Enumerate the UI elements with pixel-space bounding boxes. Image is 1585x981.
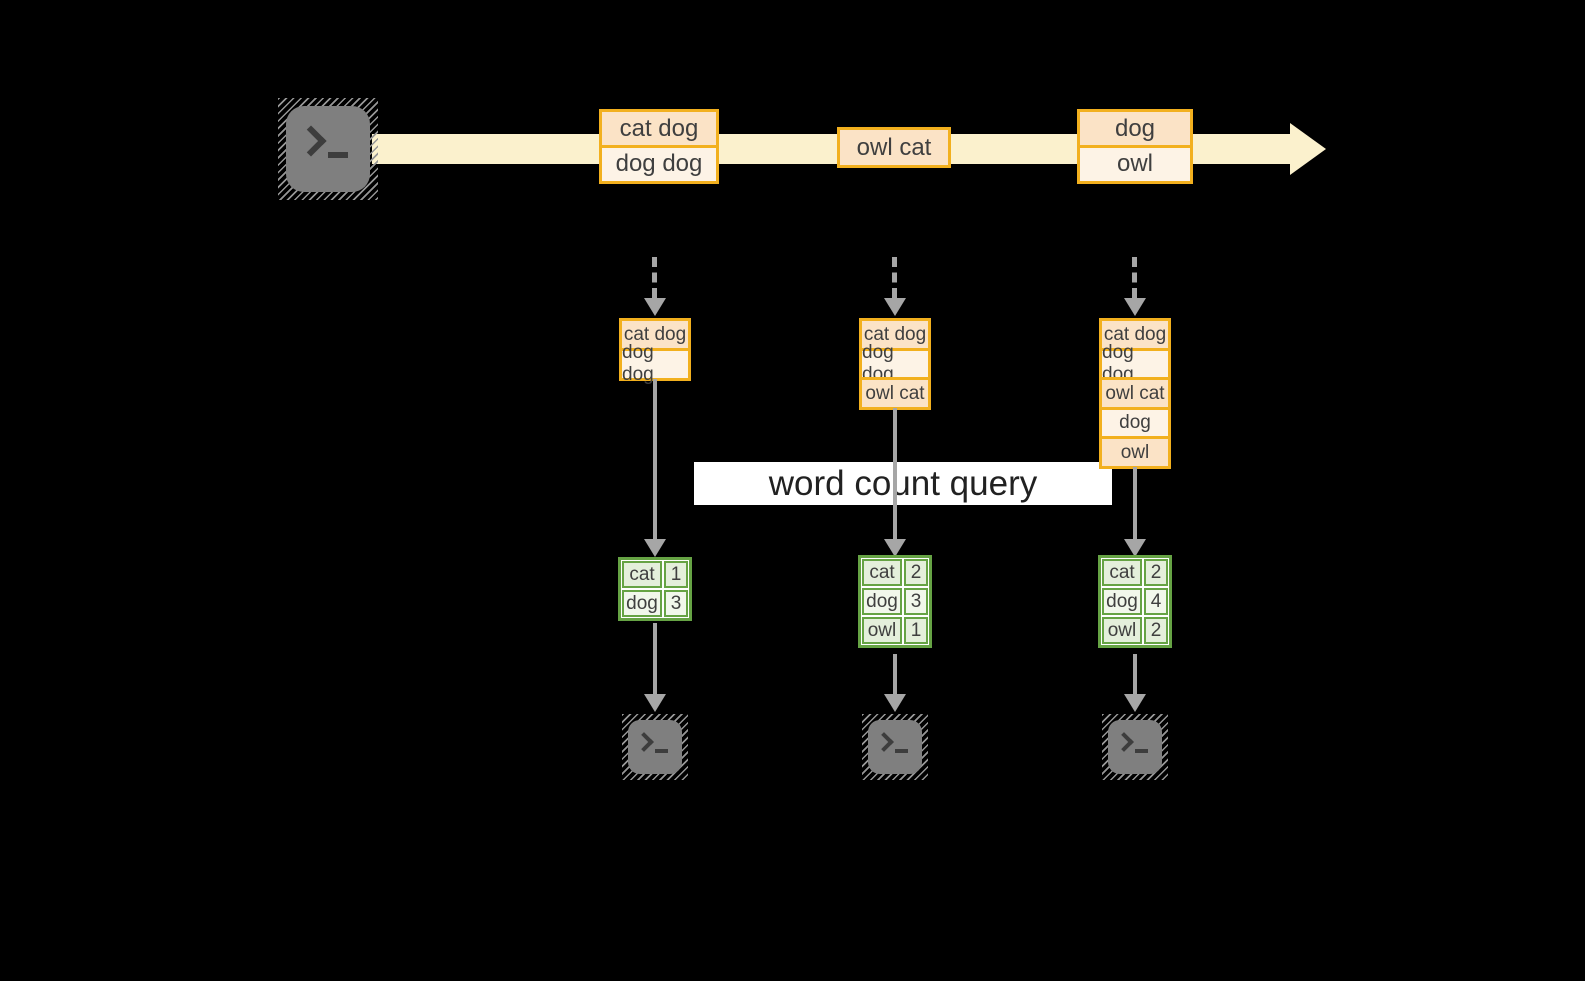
word-cell: cat <box>862 559 902 586</box>
terminal-icon <box>278 98 378 200</box>
count-cell: 3 <box>904 588 928 615</box>
dashed-connector <box>1132 257 1137 298</box>
terminal-icon <box>1102 714 1168 780</box>
prompt-chevron-icon <box>295 125 327 157</box>
table-row: dog 3 <box>621 589 689 618</box>
prompt-chevron-icon <box>1114 732 1134 752</box>
arrowhead-down-icon <box>884 539 906 557</box>
input-stack-3: cat dog dog dog owl cat dog owl <box>1099 318 1171 469</box>
input-line: dog <box>1099 406 1171 440</box>
arrowhead-down-icon <box>884 298 906 316</box>
table-row: cat 1 <box>621 560 689 589</box>
table-row: dog 4 <box>1101 587 1169 616</box>
arrowhead-down-icon <box>1124 539 1146 557</box>
input-line: dog dog <box>859 342 931 385</box>
count-cell: 1 <box>904 617 928 644</box>
table-row: owl 1 <box>861 616 929 645</box>
connector-line <box>1133 467 1137 540</box>
stream-batch-3: dog owl <box>1077 109 1193 184</box>
input-stack-1: cat dog dog dog <box>619 318 691 385</box>
prompt-underscore-icon <box>328 152 348 158</box>
dashed-connector <box>652 257 657 298</box>
word-cell: dog <box>622 590 662 617</box>
word-cell: owl <box>1102 617 1142 644</box>
terminal-body <box>868 720 922 774</box>
terminal-icon <box>622 714 688 780</box>
count-cell: 2 <box>1144 559 1168 586</box>
arrowhead-down-icon <box>644 694 666 712</box>
word-cell: cat <box>1102 559 1142 586</box>
input-line: owl cat <box>1099 377 1171 410</box>
word-cell: cat <box>622 561 662 588</box>
arrowhead-down-icon <box>644 539 666 557</box>
table-row: dog 3 <box>861 587 929 616</box>
result-table-2: cat 2 dog 3 owl 1 <box>858 555 932 648</box>
count-cell: 3 <box>664 590 688 617</box>
input-line: owl cat <box>859 377 931 410</box>
input-line: cat dog <box>619 318 691 351</box>
terminal-icon <box>862 714 928 780</box>
prompt-chevron-icon <box>874 732 894 752</box>
input-line: dog dog <box>1099 342 1171 385</box>
word-cell: dog <box>1102 588 1142 615</box>
stream-arrowhead <box>1290 123 1326 175</box>
table-row: owl 2 <box>1101 616 1169 645</box>
input-line: dog dog <box>619 342 691 385</box>
connector-line <box>653 379 657 540</box>
connector-line <box>1133 654 1137 695</box>
batch-line: owl cat <box>837 127 951 168</box>
stream-batch-1: cat dog dog dog <box>599 109 719 184</box>
stream-batch-2: owl cat <box>837 127 951 168</box>
batch-line: dog dog <box>599 144 719 184</box>
prompt-chevron-icon <box>634 732 654 752</box>
prompt-underscore-icon <box>655 749 668 753</box>
arrowhead-down-icon <box>1124 298 1146 316</box>
connector-line <box>653 623 657 695</box>
arrowhead-down-icon <box>644 298 666 316</box>
table-row: cat 2 <box>1101 558 1169 587</box>
result-table-1: cat 1 dog 3 <box>618 557 692 621</box>
result-table-3: cat 2 dog 4 owl 2 <box>1098 555 1172 648</box>
input-line: cat dog <box>1099 318 1171 351</box>
prompt-underscore-icon <box>895 749 908 753</box>
terminal-body <box>286 106 370 192</box>
input-stack-2: cat dog dog dog owl cat <box>859 318 931 410</box>
arrowhead-down-icon <box>1124 694 1146 712</box>
dashed-connector <box>892 257 897 298</box>
connector-line <box>893 408 897 540</box>
connector-line <box>893 654 897 695</box>
word-cell: dog <box>862 588 902 615</box>
count-cell: 2 <box>904 559 928 586</box>
terminal-body <box>1108 720 1162 774</box>
count-cell: 2 <box>1144 617 1168 644</box>
prompt-underscore-icon <box>1135 749 1148 753</box>
batch-line: dog <box>1077 109 1193 148</box>
arrowhead-down-icon <box>884 694 906 712</box>
batch-line: owl <box>1077 144 1193 184</box>
input-line: owl <box>1099 436 1171 469</box>
terminal-body <box>628 720 682 774</box>
count-cell: 1 <box>664 561 688 588</box>
batch-line: cat dog <box>599 109 719 148</box>
count-cell: 4 <box>1144 588 1168 615</box>
table-row: cat 2 <box>861 558 929 587</box>
word-cell: owl <box>862 617 902 644</box>
query-label: word count query <box>694 462 1112 505</box>
